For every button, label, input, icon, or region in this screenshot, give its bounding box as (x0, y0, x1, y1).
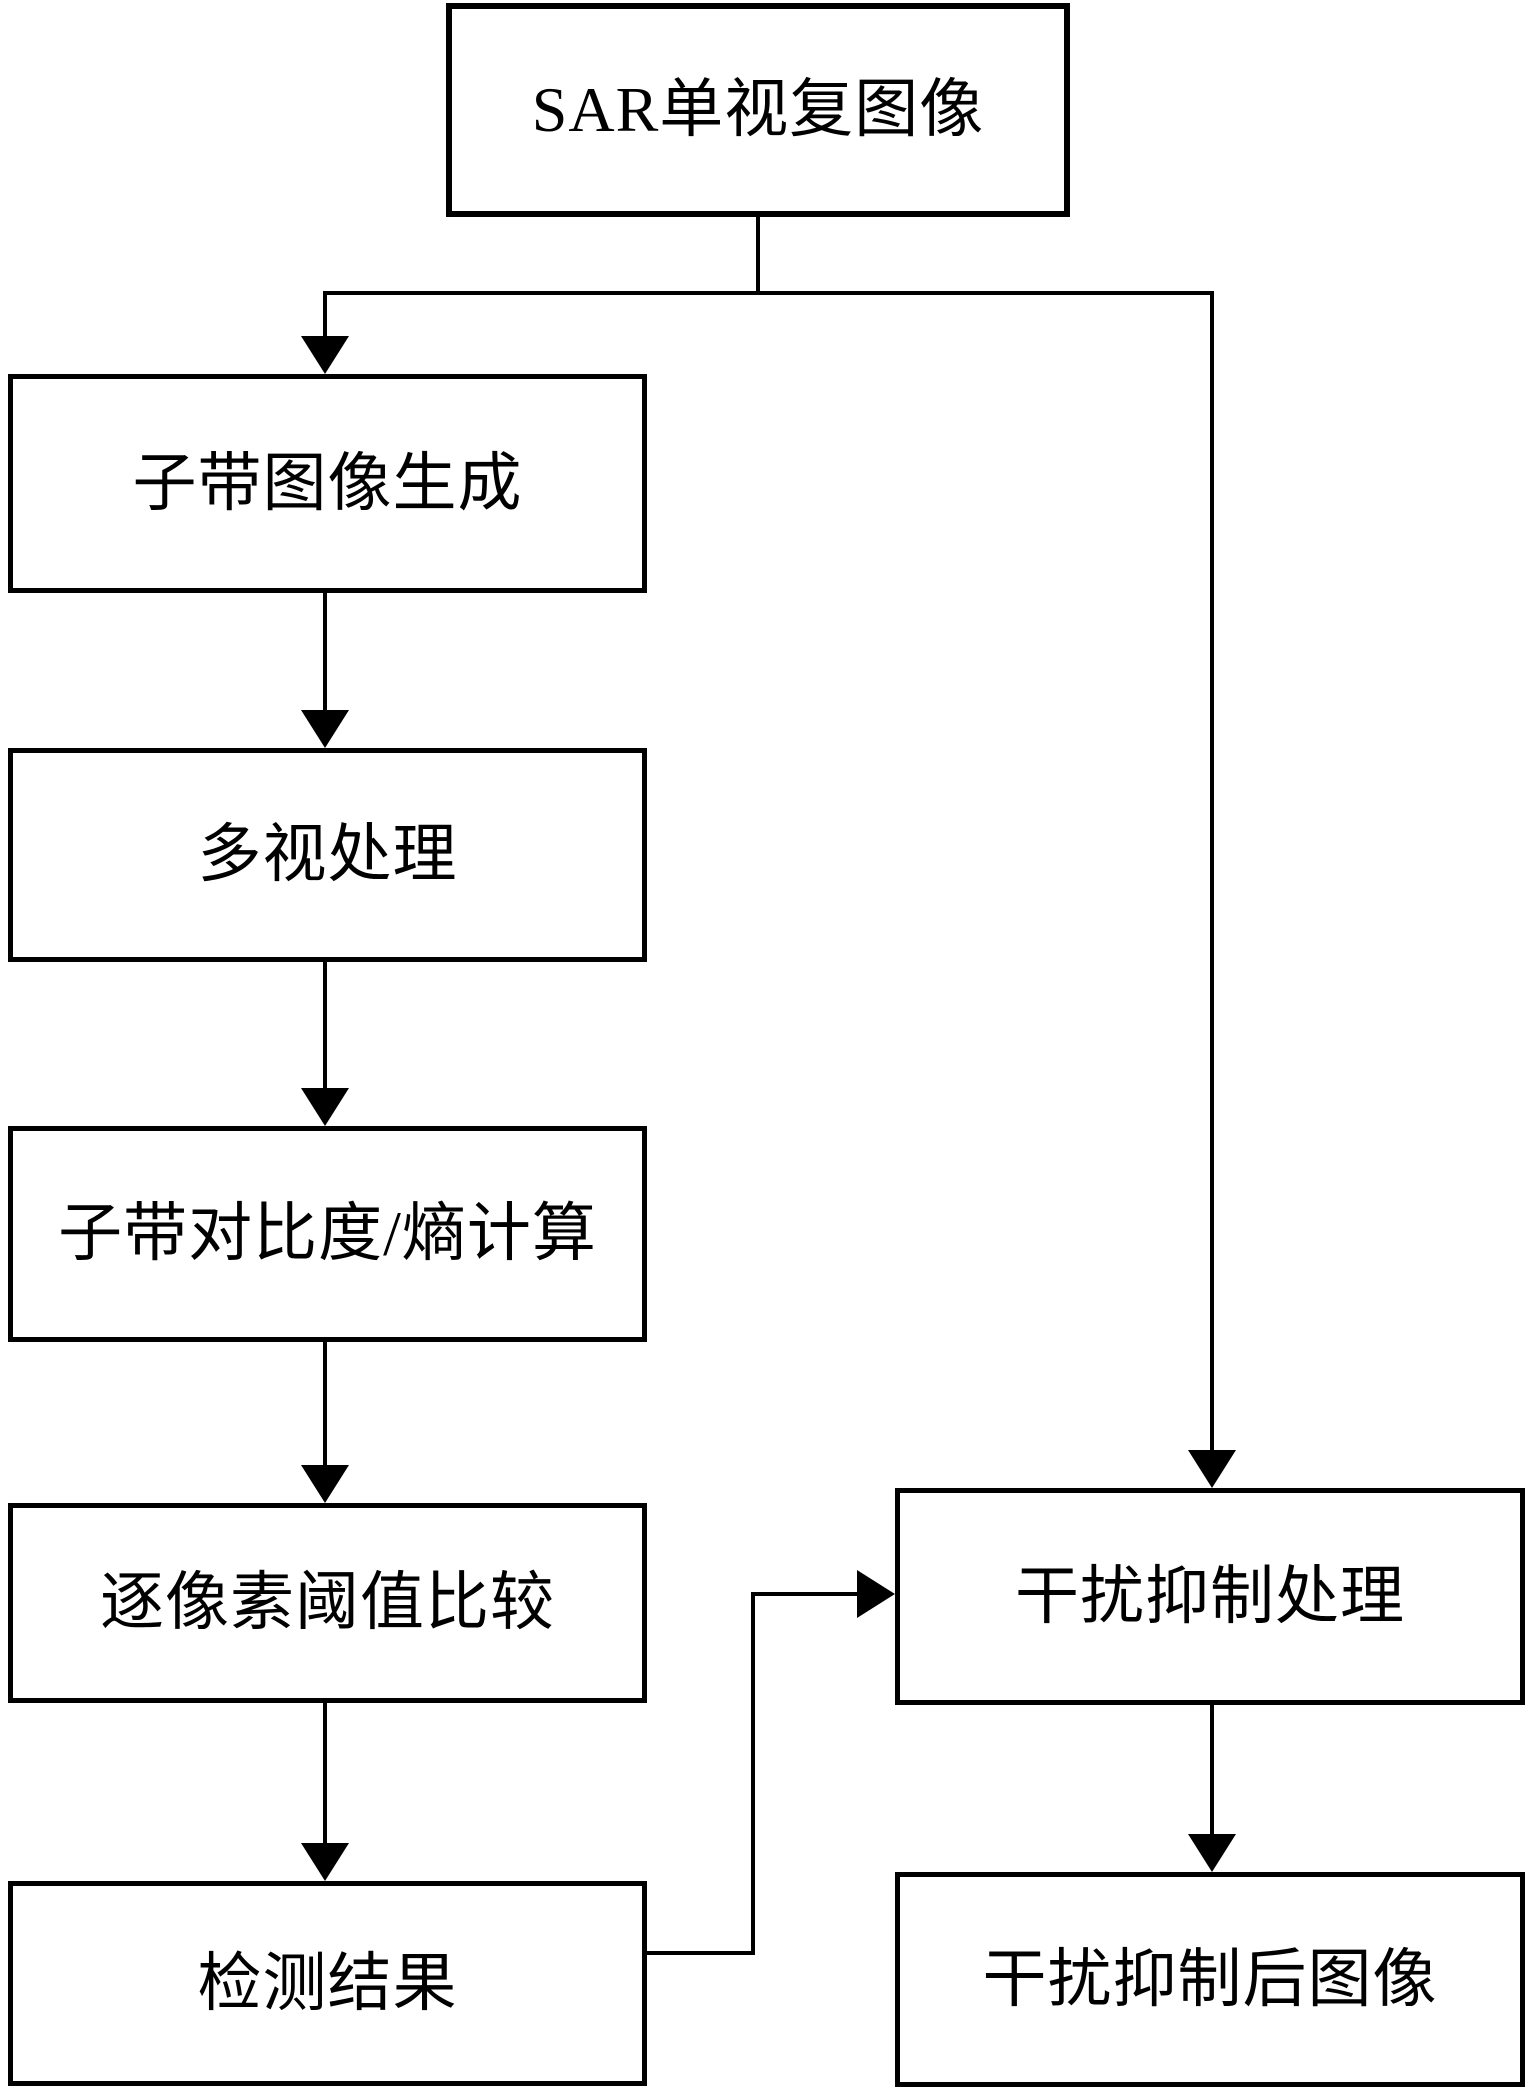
node-subband-generation: 子带图像生成 (8, 374, 647, 593)
node-suppressed-image-label: 干扰抑制后图像 (982, 1943, 1438, 2015)
edge-result-out-horizontal (645, 1951, 755, 1955)
edge-split-left-drop (323, 291, 327, 340)
node-interference-suppression: 干扰抑制处理 (895, 1488, 1525, 1705)
arrowhead-into-interference-suppression-left (857, 1570, 895, 1618)
edge-slc-stem (756, 213, 760, 295)
node-multilook: 多视处理 (8, 748, 647, 962)
arrowhead-into-contrast (301, 1088, 349, 1126)
node-detection-result: 检测结果 (8, 1881, 647, 2086)
node-suppressed-image: 干扰抑制后图像 (895, 1872, 1525, 2087)
node-contrast-entropy: 子带对比度/熵计算 (8, 1126, 647, 1342)
node-sar-slc-image: SAR单视复图像 (446, 3, 1070, 217)
arrowhead-into-interference-suppression-top (1188, 1450, 1236, 1488)
edge-split-horizontal (323, 291, 1214, 295)
node-threshold-compare-label: 逐像素阈值比较 (100, 1567, 555, 1638)
arrowhead-into-result (301, 1843, 349, 1881)
node-detection-result-label: 检测结果 (197, 1947, 458, 2019)
edge-multilook-to-contrast (323, 958, 327, 1090)
edge-into-suppression-horizontal (751, 1592, 859, 1596)
node-multilook-label: 多视处理 (197, 819, 458, 890)
node-sar-slc-image-label: SAR单视复图像 (531, 74, 985, 145)
node-subband-generation-label: 子带图像生成 (132, 447, 523, 519)
node-interference-suppression-label: 干扰抑制处理 (1015, 1560, 1405, 1632)
arrowhead-into-subband-generation (301, 336, 349, 374)
node-contrast-entropy-label: 子带对比度/熵计算 (58, 1198, 597, 1269)
edge-subband-to-multilook (323, 589, 327, 717)
edge-threshold-to-result (323, 1699, 327, 1845)
edge-contrast-to-threshold (323, 1338, 327, 1468)
edge-suppression-to-output (1210, 1703, 1214, 1836)
edge-result-up-vertical (751, 1592, 755, 1955)
arrowhead-into-threshold (301, 1465, 349, 1503)
arrowhead-into-suppressed-image (1188, 1834, 1236, 1872)
edge-split-right-drop (1210, 291, 1214, 1452)
node-threshold-compare: 逐像素阈值比较 (8, 1503, 647, 1703)
arrowhead-into-multilook (301, 710, 349, 748)
